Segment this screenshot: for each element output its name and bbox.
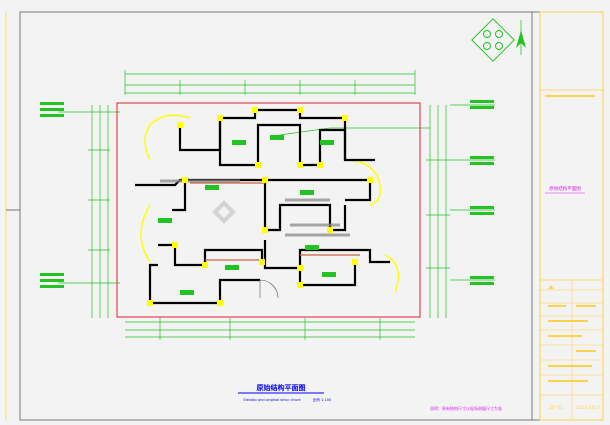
- dimension-lines: [58, 70, 495, 340]
- title-block-drawing-number: ZJT-01: [549, 405, 563, 411]
- structural-columns: [147, 107, 373, 306]
- wall-hatching: [160, 179, 350, 237]
- title-block-date: 2013.2017: [576, 405, 600, 411]
- building-outline-curve: [140, 114, 400, 293]
- site-boundary: [116, 102, 421, 318]
- drawing-note: 说明：原有结构尺寸以现场测量尺寸为准: [430, 405, 502, 411]
- north-arrow-icon: [516, 20, 526, 55]
- title-block: 原始结构平面图 ZJT-01 2013.2017: [539, 11, 604, 421]
- sheet-frame: [19, 11, 604, 421]
- compass-rose-icon: [471, 18, 515, 62]
- drawing-title: 原始结构平面图: [257, 383, 306, 392]
- drawing-title-block: 原始结构平面图 Elevato and original struc chure…: [238, 383, 502, 411]
- interior-partitions: [190, 182, 360, 261]
- title-block-sheet-name: 原始结构平面图: [549, 185, 581, 192]
- drawing-scale: 比例 1:100: [313, 397, 332, 402]
- drawing-subtitle: Elevato and original struc chure: [243, 398, 301, 402]
- elevation-markers: [40, 100, 494, 288]
- door-swing: [259, 279, 279, 299]
- watermark-logo: [212, 200, 236, 224]
- structural-walls: [135, 108, 390, 305]
- room-labels: [158, 135, 336, 295]
